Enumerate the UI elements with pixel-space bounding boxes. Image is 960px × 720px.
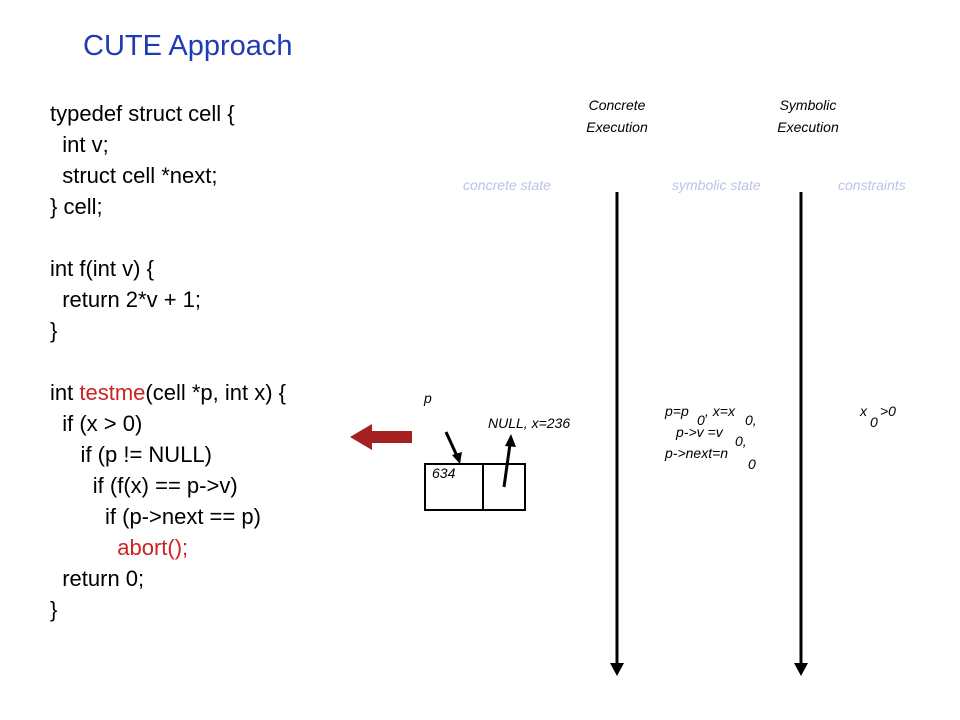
symbolic-execution-header-line2: Execution — [777, 119, 839, 135]
pointer-p-arrow — [444, 431, 459, 457]
symbolic-line1-sub: 0 — [697, 412, 705, 428]
code-line: if (p != NULL) — [50, 442, 212, 467]
code-line: } — [50, 597, 58, 622]
symbolic-line2-sub: 0, — [735, 433, 747, 449]
code-line: return 2*v + 1; — [50, 287, 202, 312]
code-line: if (f(x) == p->v) — [50, 473, 238, 498]
highlighted-code-token: abort(); — [117, 535, 189, 560]
code-line: struct cell *next; — [50, 163, 218, 188]
next-pointer-arrowhead — [505, 434, 516, 447]
code-line: return 0; — [50, 566, 145, 591]
concrete-timeline-arrowhead — [610, 663, 624, 676]
code-line: typedef struct cell { — [50, 101, 235, 126]
code-line: int f(int v) { — [50, 256, 154, 281]
constraint-tail: >0 — [880, 403, 896, 419]
code-line: abort(); — [50, 532, 286, 563]
concrete-execution-header-line2: Execution — [586, 119, 648, 135]
code-line: int testme(cell *p, int x) { — [50, 380, 286, 405]
concrete-state-label: concrete state — [463, 177, 551, 193]
symbolic-line3: p->next=n — [665, 445, 729, 461]
code-line: if (x > 0) — [50, 411, 143, 436]
highlighted-code-token: testme — [79, 380, 146, 405]
symbolic-execution-header: Symbolic Execution — [748, 94, 868, 138]
cell-value-label: 634 — [432, 465, 456, 481]
code-line: } cell; — [50, 194, 103, 219]
concrete-execution-header: Concrete Execution — [557, 94, 677, 138]
next-null-label: NULL, x=236 — [488, 415, 571, 431]
symbolic-execution-header-line1: Symbolic — [779, 97, 837, 113]
code-line: int v; — [50, 132, 109, 157]
constraint-var: x — [860, 403, 867, 419]
symbolic-state-label: symbolic state — [672, 177, 761, 193]
symbolic-line1: p=p — [665, 403, 689, 419]
left-arrow-icon — [350, 424, 412, 450]
slide-title: CUTE Approach — [83, 30, 293, 62]
symbolic-line1b-sub: 0, — [745, 412, 757, 428]
concrete-execution-header-line1: Concrete — [588, 97, 646, 113]
cell-next-box — [482, 463, 526, 511]
next-pointer-arrow — [502, 443, 512, 488]
symbolic-timeline-arrowhead — [794, 663, 808, 676]
pointer-p-arrowhead — [452, 452, 462, 464]
constraints-label: constraints — [838, 177, 906, 193]
code-line: } — [50, 318, 58, 343]
pointer-p-label: p — [424, 390, 432, 406]
constraint-var-sub: 0 — [870, 414, 878, 430]
symbolic-line2: p->v =v — [676, 424, 723, 440]
symbolic-line1b: , x=x — [705, 403, 735, 419]
code-line: if (p->next == p) — [50, 504, 261, 529]
symbolic-line3-sub: 0 — [748, 456, 756, 472]
code-listing: typedef struct cell { int v; struct cell… — [50, 98, 286, 625]
